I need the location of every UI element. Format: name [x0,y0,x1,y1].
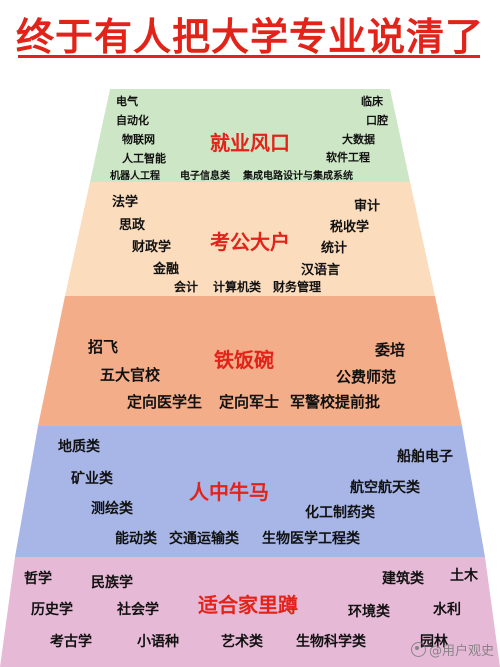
major-item: 交通运输类 [169,531,239,547]
major-item: 审计 [354,199,381,214]
major-item: 小语种 [137,634,179,650]
major-item: 土木 [450,568,478,584]
major-item: 委培 [375,341,406,359]
major-item: 军警校提前批 [290,393,381,411]
tier-label: 就业风口 [210,131,290,155]
tier-civil-service: 考公大户 法学 思政 财政学 金融 会计 计算机类 财务管理 审计 税收学 统计… [0,182,500,296]
tier-label: 考公大户 [210,230,290,254]
major-item: 化工制药类 [305,505,375,521]
major-item: 计算机类 [213,280,262,294]
major-item: 电子信息类 [180,171,230,182]
title-underline [18,55,480,58]
tier-background [38,296,462,426]
major-item: 金融 [153,262,180,277]
watermark-text: @用户观史 [428,644,494,659]
major-item: 地质类 [58,439,100,455]
major-item: 航空航天类 [350,480,420,496]
major-item: 建筑类 [382,571,424,587]
major-item: 电气 [116,95,138,108]
page-title: 终于有人把大学专业说清了 [15,15,484,59]
major-item: 社会学 [117,602,159,618]
major-item: 口腔 [366,114,388,127]
major-item: 园林 [420,634,448,650]
major-item: 哲学 [24,571,52,587]
major-item: 生物科学类 [296,634,366,650]
major-item: 环境类 [348,604,390,620]
major-item: 软件工程 [326,151,370,164]
major-item: 汉语言 [301,263,341,278]
major-item: 矿业类 [71,471,113,487]
watermark-icon [410,642,426,657]
major-item: 机器人工程 [110,171,160,182]
major-item: 生物医学工程类 [262,531,360,547]
watermark: @用户观史 [410,640,494,659]
tier-background [0,557,500,667]
tier-stay-at-home: 适合家里蹲 哲学 民族学 历史学 社会学 考古学 小语种 艺术类 生物科学类 建… [0,557,500,667]
major-item: 统计 [321,241,348,256]
major-item: 财政学 [132,240,172,255]
major-item: 税收学 [330,220,370,235]
tier-iron-rice-bowl: 铁饭碗 招飞 五大官校 定向医学生 定向军士 军警校提前批 委培 公费师范 [0,296,500,426]
major-item: 定向军士 [219,393,280,411]
major-item: 能动类 [115,531,157,547]
major-item: 法学 [112,195,139,210]
major-item: 测绘类 [91,501,133,517]
tier-workhorse: 人中牛马 地质类 矿业类 测绘类 能动类 交通运输类 生物医学工程类 船舶电子 … [0,426,500,557]
major-item: 五大官校 [100,366,161,384]
tier-label: 人中牛马 [189,480,269,504]
tier-background [65,182,435,296]
major-item: 思政 [119,218,146,233]
major-item: 临床 [361,95,383,108]
major-item: 公费师范 [336,368,397,386]
major-item: 自动化 [116,114,149,127]
major-item: 财务管理 [273,280,322,294]
major-item: 会计 [174,280,199,294]
tier-background [90,89,410,182]
major-item: 人工智能 [122,152,166,165]
major-item: 集成电路设计与集成系统 [243,171,353,182]
major-item: 大数据 [342,133,375,146]
major-item: 招飞 [88,338,119,356]
major-item: 物联网 [122,133,155,146]
tier-label: 适合家里蹲 [198,593,298,617]
tier-background [15,426,485,557]
major-item: 历史学 [31,602,73,618]
major-item: 民族学 [91,575,133,591]
major-item: 考古学 [50,634,92,650]
major-item: 定向医学生 [127,393,203,411]
tier-employment-hotspot: 就业风口 电气 自动化 物联网 人工智能 机器人工程 电子信息类 集成电路设计与… [0,89,500,182]
major-item: 船舶电子 [397,449,453,465]
major-item: 水利 [433,602,461,618]
tier-label: 铁饭碗 [214,348,274,372]
major-item: 艺术类 [221,634,263,650]
